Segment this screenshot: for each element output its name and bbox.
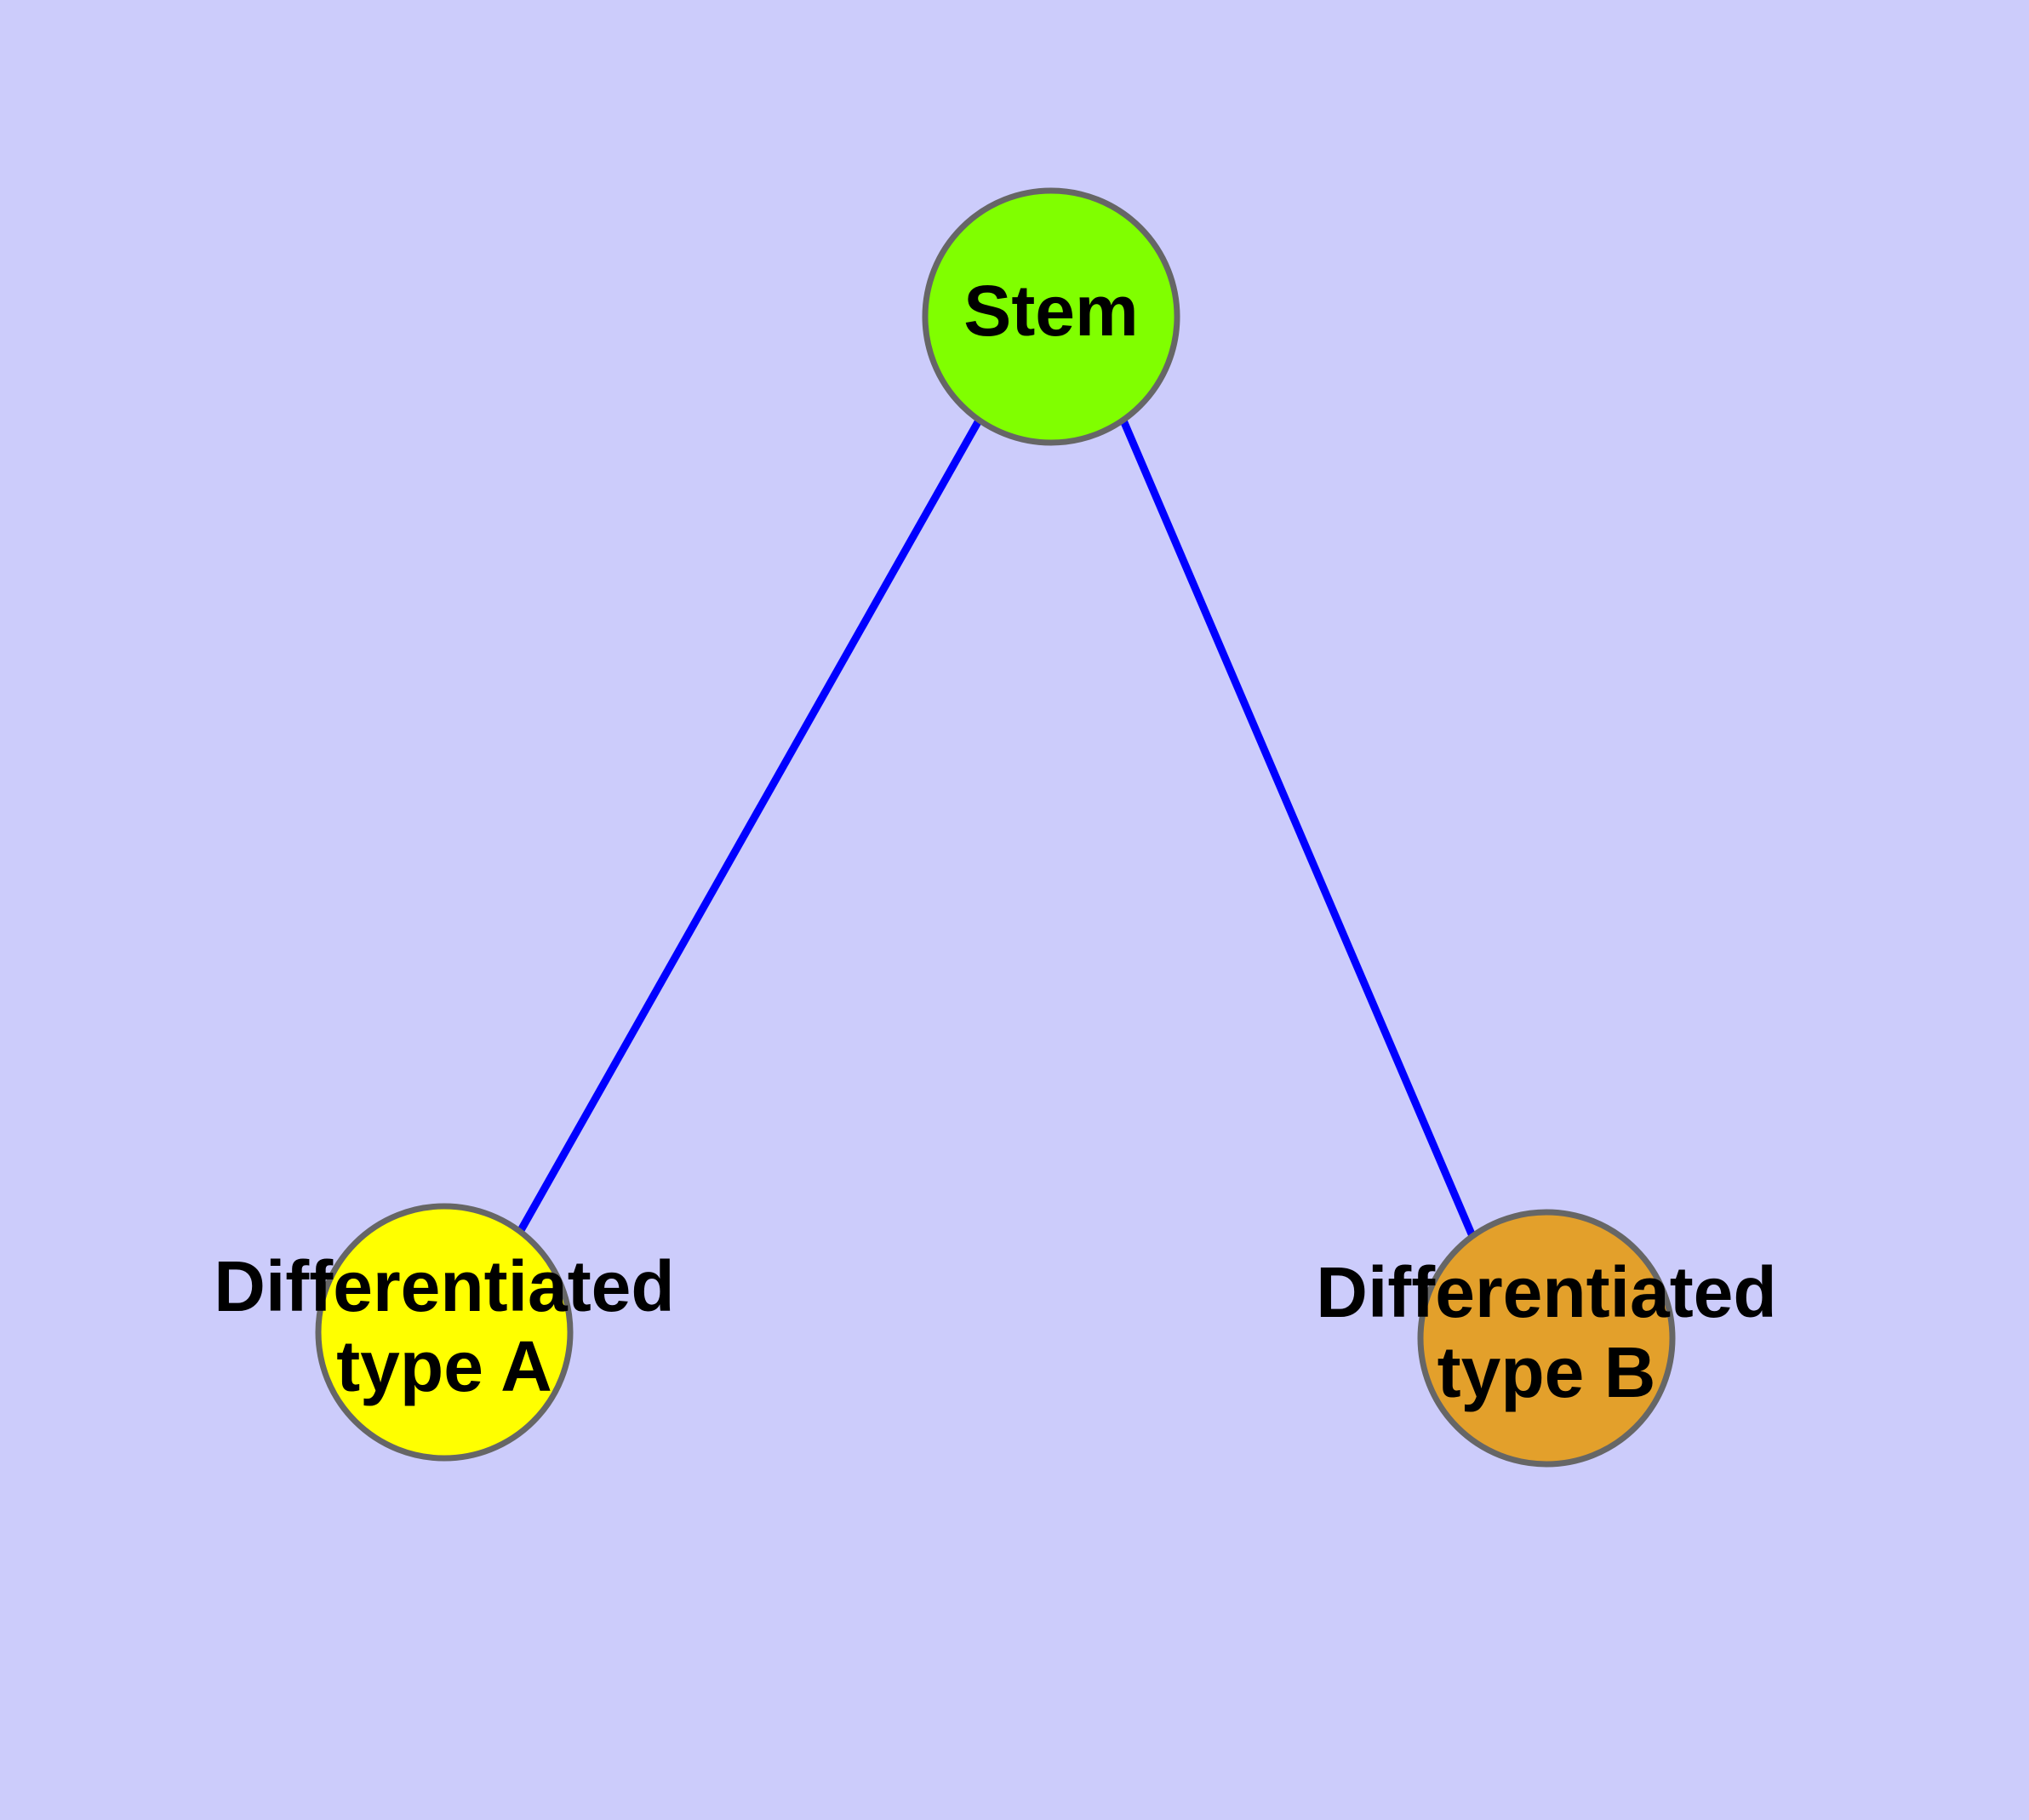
node-layer xyxy=(315,187,1676,1468)
edge-stem-to-differentiated-type-b[interactable] xyxy=(1119,419,1477,1238)
node-differentiated-type-a-circle[interactable] xyxy=(315,1203,574,1462)
node-stem-label: Stem xyxy=(963,271,1138,351)
node-stem-circle[interactable] xyxy=(922,187,1180,446)
edge-layer xyxy=(517,418,1477,1238)
node-differentiated-type-b-circle[interactable] xyxy=(1417,1209,1676,1468)
node-differentiated-type-a[interactable] xyxy=(315,1203,574,1462)
edge-stem-to-differentiated-type-a[interactable] xyxy=(517,418,982,1234)
node-stem[interactable] xyxy=(922,187,1180,446)
node-differentiated-type-b[interactable] xyxy=(1417,1209,1676,1468)
